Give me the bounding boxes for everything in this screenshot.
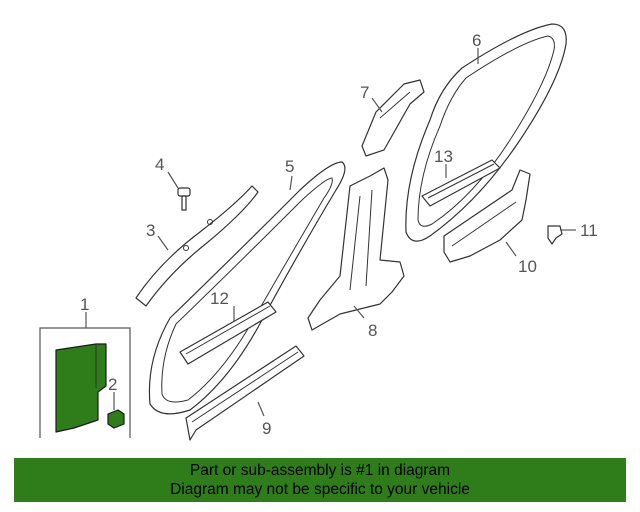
part-7-upper-pillar-trim[interactable] [361,79,425,157]
part-3-roof-trim[interactable] [135,185,259,307]
part-12-trim-strip[interactable] [179,301,277,365]
callout-8: 8 [368,321,377,340]
part-13-trim-strip[interactable] [421,159,501,207]
callout-1: 1 [80,295,89,314]
callout-4: 4 [155,155,164,174]
part-11-clip[interactable] [547,225,563,245]
callout-9: 9 [262,419,271,438]
callout-10: 10 [518,257,537,276]
callout-2: 2 [108,375,117,394]
callout-13: 13 [434,147,453,166]
part-1-highlighted-trim[interactable] [39,327,131,438]
part-9-sill-strip[interactable] [185,345,305,441]
leader-lines [85,48,576,417]
disclaimer-line-1: Part or sub-assembly is #1 in diagram [189,462,451,479]
part-10-rear-trim[interactable] [443,169,531,263]
part-8-center-pillar-trim[interactable] [307,167,405,331]
part-2-highlighted-clip[interactable] [107,409,125,429]
callout-6: 6 [472,31,481,50]
callout-3: 3 [146,221,155,240]
disclaimer-line-2: Diagram may not be specific to your vehi… [170,481,470,498]
callout-7: 7 [360,83,369,102]
callout-5: 5 [285,157,294,176]
disclaimer-banner: Part or sub-assembly is #1 in diagram Di… [14,458,626,502]
callout-11: 11 [580,221,598,240]
part-4-bolt[interactable] [177,187,191,211]
callout-12: 12 [210,289,229,308]
